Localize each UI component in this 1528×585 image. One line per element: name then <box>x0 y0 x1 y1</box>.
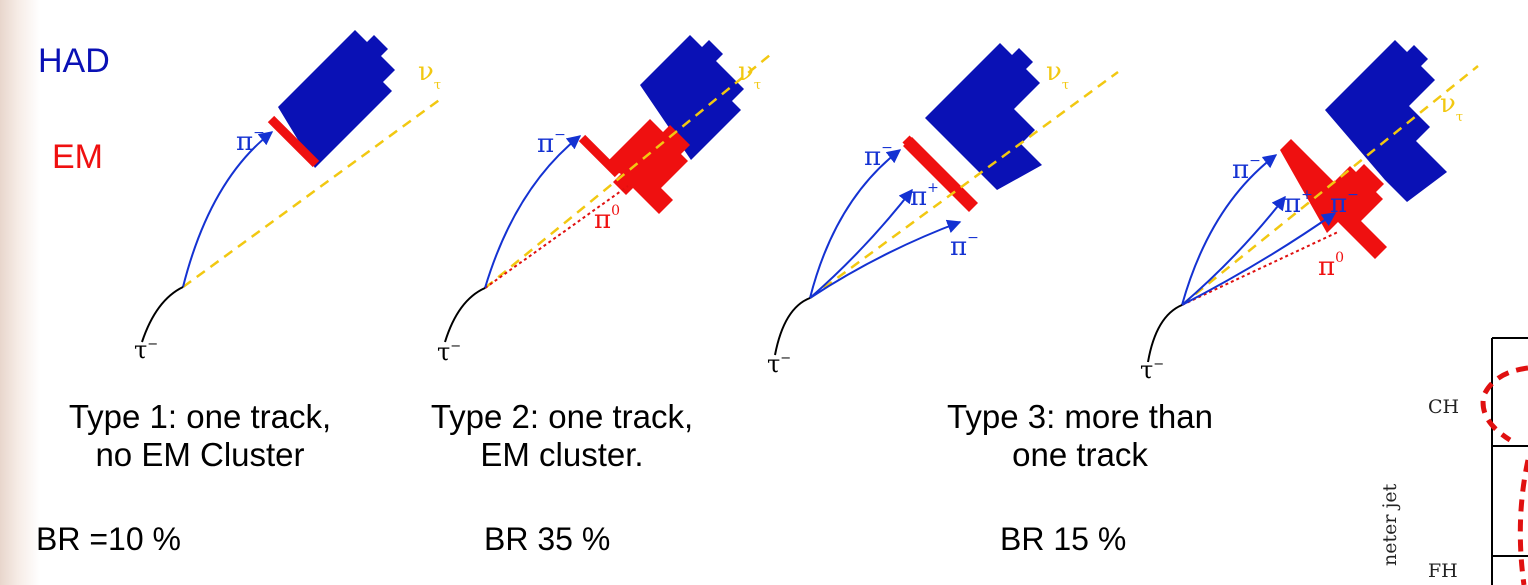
diagram-type-3: τ− π− π+ π− ντ <box>767 43 1119 378</box>
nu-tau-label: ντ <box>1440 89 1463 125</box>
dashed-jet-outline <box>1480 365 1528 443</box>
em-strip <box>902 135 934 167</box>
side-row-label-fh: FH <box>1428 560 1458 582</box>
pi-minus-label: π− <box>1232 153 1261 185</box>
type-3-caption: Type 3: more than one track <box>900 398 1260 474</box>
had-cluster <box>278 30 395 168</box>
neutrino-line <box>484 54 771 289</box>
type-2-caption: Type 2: one track, EM cluster. <box>392 398 732 474</box>
pi-minus-track-2 <box>1181 212 1337 306</box>
pi-minus-label-2: π− <box>1330 187 1359 219</box>
em-cluster <box>604 119 690 214</box>
type-1-br: BR =10 % <box>36 521 181 557</box>
side-axis-label: neter jet <box>1379 483 1401 566</box>
pi-zero-line <box>484 185 629 289</box>
diagram-type-1: τ− π− ντ <box>134 30 443 364</box>
tau-track <box>774 297 811 356</box>
had-cluster <box>640 35 744 160</box>
diagram-type-2: τ− π− π0 ντ <box>437 35 771 366</box>
tau-label: τ− <box>437 338 461 366</box>
tau-track <box>444 287 486 343</box>
type-2-caption-line2: EM cluster. <box>480 436 644 473</box>
pi-minus-track-2 <box>809 219 962 299</box>
pi-minus-label: π− <box>236 125 265 157</box>
type-3-br: BR 15 % <box>1000 521 1127 557</box>
pi-minus-label: π− <box>537 127 566 159</box>
pi-plus-track <box>1181 195 1286 306</box>
nu-tau-label: ντ <box>1046 57 1069 93</box>
nu-tau-label: ντ <box>738 57 761 93</box>
pi-minus-label-2: π− <box>950 230 979 262</box>
type-2-br: BR 35 % <box>484 521 611 557</box>
em-cluster <box>1280 139 1387 259</box>
diagram-type-3-with-pi0: τ− π− π+ π− π0 ντ <box>1140 40 1479 384</box>
had-cluster <box>925 43 1042 190</box>
pi-minus-track <box>182 131 274 288</box>
pi-minus-track-1 <box>809 149 902 299</box>
em-strip <box>267 115 320 168</box>
tau-label: τ− <box>134 336 158 364</box>
pi-minus-label: π− <box>864 140 893 172</box>
had-cluster <box>1325 40 1447 202</box>
type-2-caption-line1: Type 2: one track, <box>430 398 694 435</box>
nu-tau-label: ντ <box>418 57 441 93</box>
pi-plus-track <box>809 188 913 299</box>
had-legend-label: HAD <box>38 42 110 80</box>
pi-plus-label: π+ <box>910 180 939 212</box>
tau-label: τ− <box>767 350 791 378</box>
dashed-jet-outline-2 <box>1517 459 1528 585</box>
type-1-caption: Type 1: one track, no EM Cluster <box>30 398 370 474</box>
pi-zero-label: π0 <box>594 203 620 235</box>
tau-track <box>1147 304 1183 363</box>
tau-track <box>141 286 184 343</box>
tau-label: τ− <box>1140 356 1164 384</box>
type-3-caption-line2: one track <box>1012 436 1148 473</box>
pi-zero-label: π0 <box>1318 250 1344 282</box>
type-1-caption-line1: Type 1: one track, <box>68 398 332 435</box>
em-legend-label: EM <box>52 138 103 176</box>
neutrino-line <box>182 96 443 289</box>
em-strip <box>578 134 622 178</box>
type-1-caption-line2: no EM Cluster <box>95 436 305 473</box>
pi-zero-line <box>1181 231 1339 306</box>
side-row-label-ch: CH <box>1428 396 1460 418</box>
neutrino-line <box>809 70 1119 300</box>
pi-plus-label: π+ <box>1284 187 1313 219</box>
pi-minus-track <box>484 135 582 289</box>
type-3-caption-line1: Type 3: more than <box>947 398 1213 435</box>
neutrino-line <box>1181 65 1479 306</box>
side-figure-fragment <box>1480 337 1528 585</box>
pi-minus-track-1 <box>1181 154 1278 306</box>
